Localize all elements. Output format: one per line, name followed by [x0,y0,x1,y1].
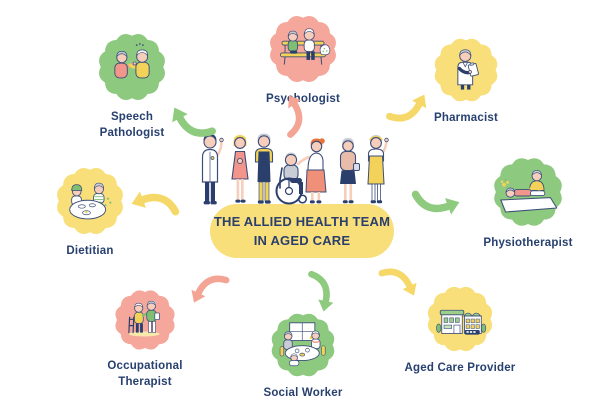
arrow-to-aged-care-provider [369,252,431,314]
node-aged-care-provider: Aged Care Provider [395,281,525,376]
node-dietitian: Dietitian [25,162,155,259]
arrow-to-occupational-therapist [177,259,239,321]
title-line-1: THE ALLIED HEALTH TEAM [213,214,391,229]
team-illustration [201,133,389,205]
title-line-2: IN AGED CARE [253,233,351,248]
node-pharmacist: Pharmacist [401,33,531,126]
psychologist-illustration [270,16,336,82]
aged-care-provider-label: Aged Care Provider [404,362,516,374]
arrow-to-speech-pathologist [156,86,227,157]
pharmacist-label: Pharmacist [433,112,498,124]
social-worker-label: Social Worker [263,387,343,399]
center-title-pill: THE ALLIED HEALTH TEAM IN AGED CARE [210,204,394,258]
physiotherapist-label: Physiotherapist [483,237,573,249]
aged-care-provider-illustration [427,286,493,352]
psychologist-label: Psychologist [266,93,340,105]
social-worker-illustration [271,313,335,377]
pharmacist-illustration [434,38,498,102]
arrow-to-pharmacist [377,75,442,140]
dietitian-illustration [57,168,123,234]
occupational-therapist-label: Occupational Therapist [107,360,183,388]
speech-pathologist-label: Speech Pathologist [99,111,165,139]
arrow-to-psychologist [266,88,318,140]
node-occupational-therapist: Occupational Therapist [80,285,210,390]
node-psychologist: Psychologist [238,10,368,107]
arrow-to-dietitian [128,180,180,230]
arrow-to-social-worker [295,268,345,318]
occupational-therapist-illustration [115,290,175,350]
node-physiotherapist: Physiotherapist [463,152,593,251]
arrow-to-physiotherapist [411,176,463,226]
speech-pathologist-illustration [99,34,165,100]
node-speech-pathologist: Speech Pathologist [67,28,197,141]
physiotherapist-illustration [494,158,562,226]
node-social-worker: Social Worker [238,308,368,400]
dietitian-label: Dietitian [66,245,114,257]
